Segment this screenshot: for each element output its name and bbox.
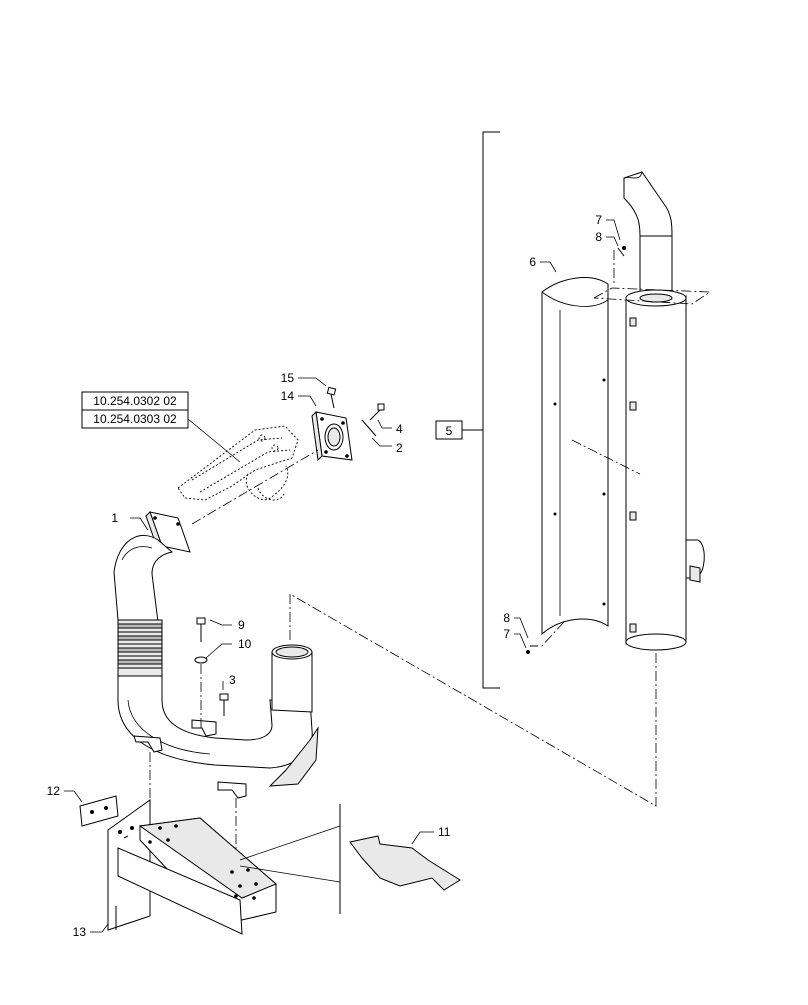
reference-1: 10.254.0302 02 xyxy=(93,394,177,408)
leader-pad-upper xyxy=(239,825,341,861)
flange-gasket xyxy=(311,410,353,462)
reference-leader xyxy=(187,418,241,463)
callout-13: 13 xyxy=(73,925,87,939)
callout-15: 15 xyxy=(281,371,295,385)
reference-box-group: 10.254.0302 02 10.254.0303 02 xyxy=(81,391,241,463)
callout-8-upper: 8 xyxy=(595,230,602,244)
callout-12: 12 xyxy=(47,784,61,798)
heat-shield-6 xyxy=(541,277,609,636)
exhaust-pipe xyxy=(113,511,319,799)
callout-2: 2 xyxy=(396,441,403,455)
bolt-15 xyxy=(326,386,337,409)
pad-11 xyxy=(349,835,461,891)
callout-1: 1 xyxy=(111,511,118,525)
support-bracket-13 xyxy=(107,799,277,935)
callout-6: 6 xyxy=(529,255,536,269)
callout-labels: 1 2 3 4 5 6 7 8 7 8 9 10 11 12 13 14 15 xyxy=(47,213,603,939)
callout-8-lower: 8 xyxy=(503,611,510,625)
plate-12 xyxy=(79,795,119,827)
phantom-engine-bracket xyxy=(177,425,299,501)
clip-7-8-upper xyxy=(617,246,626,257)
callout-3: 3 xyxy=(229,673,236,687)
bolt-4 xyxy=(369,403,385,421)
leader-pad-lower xyxy=(239,865,341,883)
muffler xyxy=(593,171,712,651)
callout-leaders xyxy=(64,219,621,933)
nut-2 xyxy=(361,419,377,437)
kit-bracket-5 xyxy=(435,131,500,689)
alignment-line-flange xyxy=(191,449,319,525)
alignment-line-shield xyxy=(571,439,641,475)
bolt-9 xyxy=(196,617,206,642)
washer-10 xyxy=(194,656,208,664)
clip-7-8-lower xyxy=(526,645,538,654)
alignment-line-bottom xyxy=(539,621,565,649)
callout-10: 10 xyxy=(238,637,252,651)
callout-5: 5 xyxy=(446,424,453,438)
callout-4: 4 xyxy=(396,422,403,436)
callout-7-upper: 7 xyxy=(595,213,602,227)
alignment-line-muffler xyxy=(289,593,657,807)
callout-9: 9 xyxy=(238,618,245,632)
bolt-3 xyxy=(219,693,229,716)
reference-2: 10.254.0303 02 xyxy=(93,412,177,426)
callout-11: 11 xyxy=(438,825,451,839)
callout-7-lower: 7 xyxy=(503,627,510,641)
callout-14: 14 xyxy=(281,389,295,403)
